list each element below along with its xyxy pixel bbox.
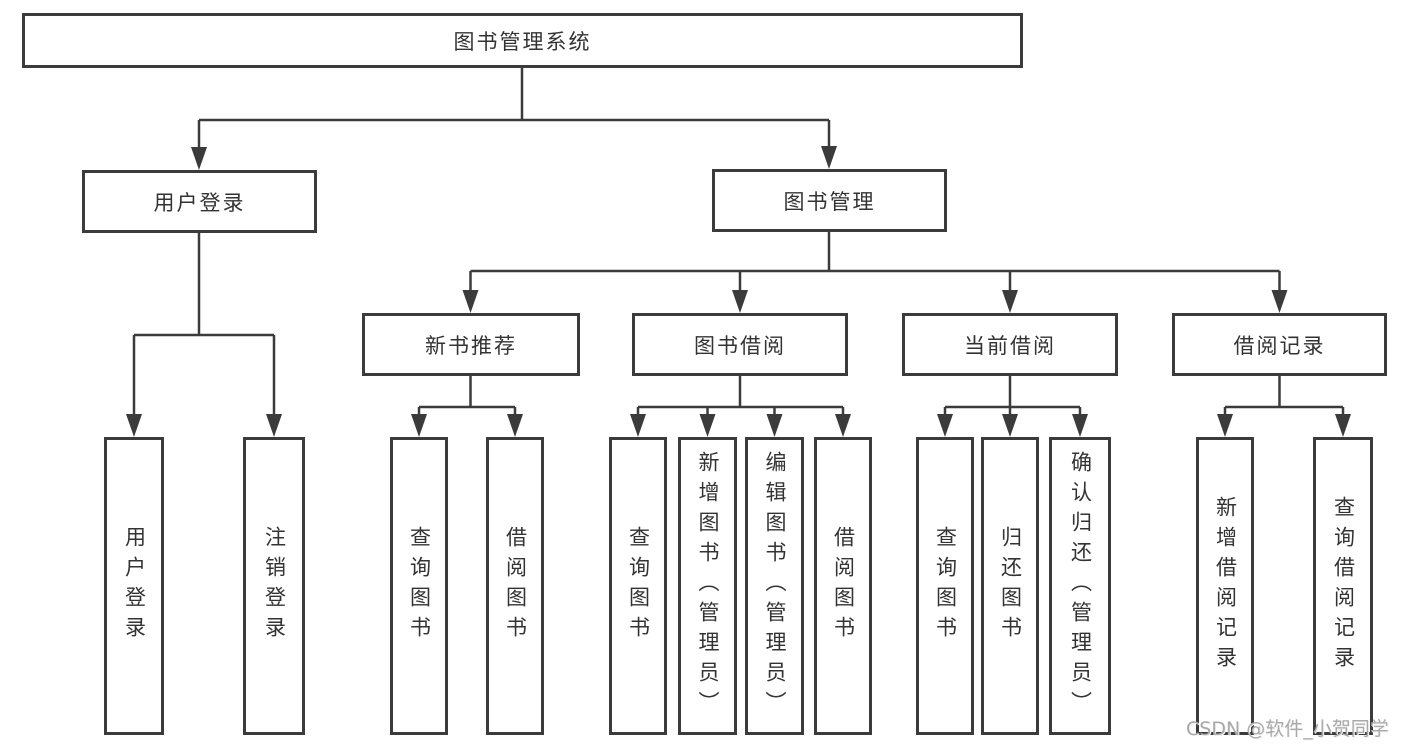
node-user-login-label: 用户登录 xyxy=(153,190,246,215)
leaf-query-books-recommend-label: 查询图书 xyxy=(407,526,432,646)
node-book-borrow: 图书借阅 xyxy=(632,313,848,376)
leaf-borrow-books-label: 借阅图书 xyxy=(831,526,856,646)
node-borrow-records-label: 借阅记录 xyxy=(1233,333,1326,358)
leaf-logout-label: 注销登录 xyxy=(262,526,287,646)
node-borrow-records: 借阅记录 xyxy=(1172,313,1387,376)
node-current-borrow: 当前借阅 xyxy=(902,313,1118,376)
leaf-add-borrow-record-label: 新增借阅记录 xyxy=(1213,496,1238,676)
leaf-add-books-admin-label: 新增图书（管理员） xyxy=(696,451,720,721)
leaf-query-books-borrow-label: 查询图书 xyxy=(626,526,651,646)
leaf-query-books-current: 查询图书 xyxy=(916,437,974,735)
arrowheads xyxy=(126,146,1351,437)
node-user-login: 用户登录 xyxy=(82,170,317,233)
leaf-add-books-admin: 新增图书（管理员） xyxy=(678,437,737,735)
node-book-management: 图书管理 xyxy=(712,169,947,232)
csdn-watermark: CSDN @软件_小贺同学 xyxy=(1186,718,1389,740)
node-new-book-recommend-label: 新书推荐 xyxy=(425,333,517,358)
leaf-logout: 注销登录 xyxy=(243,437,305,735)
node-book-management-label: 图书管理 xyxy=(783,189,876,214)
tree-edges xyxy=(132,68,1345,416)
leaf-query-books-recommend: 查询图书 xyxy=(390,437,448,735)
leaf-query-books-current-label: 查询图书 xyxy=(933,526,958,646)
leaf-add-borrow-record: 新增借阅记录 xyxy=(1196,437,1254,735)
node-book-borrow-label: 图书借阅 xyxy=(694,333,786,358)
leaf-edit-books-admin-label: 编辑图书（管理员） xyxy=(763,451,787,721)
leaf-confirm-return-admin: 确认归还（管理员） xyxy=(1049,437,1111,735)
leaf-borrow-books-recommend: 借阅图书 xyxy=(486,437,544,735)
leaf-confirm-return-admin-label: 确认归还（管理员） xyxy=(1068,451,1093,721)
leaf-return-books: 归还图书 xyxy=(981,437,1039,735)
node-current-borrow-label: 当前借阅 xyxy=(964,333,1056,358)
node-root-system: 图书管理系统 xyxy=(22,13,1023,68)
leaf-borrow-books-recommend-label: 借阅图书 xyxy=(503,526,528,646)
leaf-query-borrow-record: 查询借阅记录 xyxy=(1313,437,1373,735)
leaf-edit-books-admin: 编辑图书（管理员） xyxy=(745,437,804,735)
leaf-query-books-borrow: 查询图书 xyxy=(609,437,667,735)
node-root-label: 图书管理系统 xyxy=(453,29,592,54)
leaf-borrow-books: 借阅图书 xyxy=(814,437,872,735)
leaf-user-login: 用户登录 xyxy=(104,437,164,735)
node-new-book-recommend: 新书推荐 xyxy=(362,313,580,376)
leaf-query-borrow-record-label: 查询借阅记录 xyxy=(1331,496,1356,676)
leaf-user-login-label: 用户登录 xyxy=(122,526,147,646)
leaf-return-books-label: 归还图书 xyxy=(998,526,1023,646)
